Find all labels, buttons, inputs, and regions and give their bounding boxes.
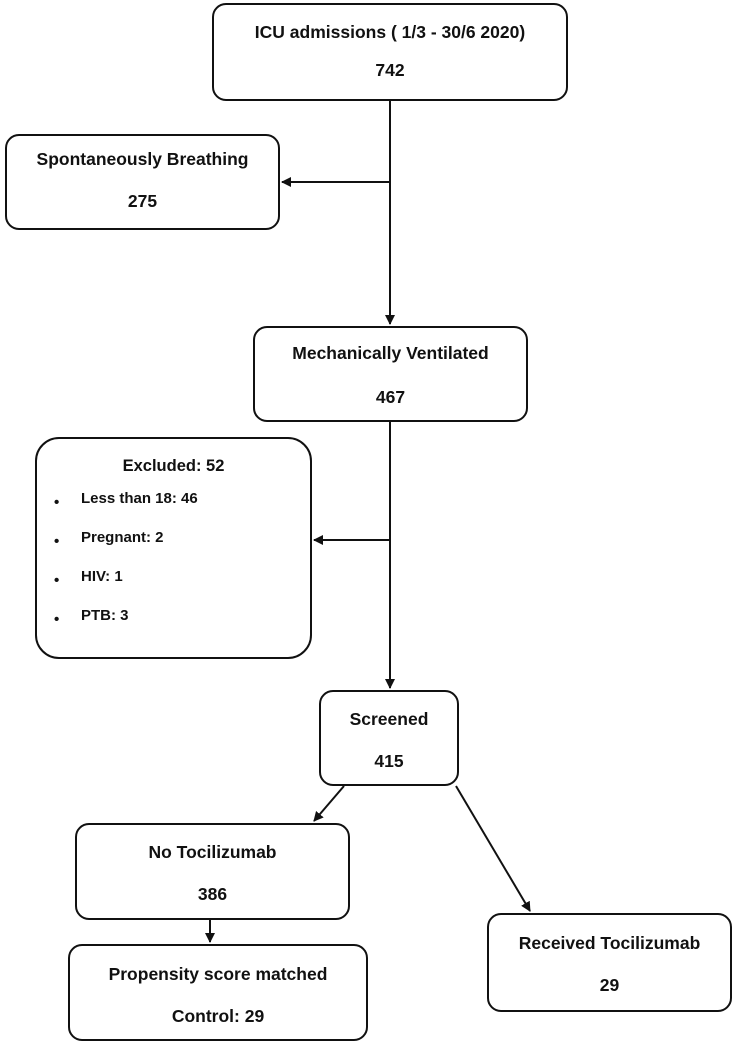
node-count: 742 (375, 60, 405, 80)
node-propensity-matched: Propensity score matched Control: 29 (68, 944, 368, 1041)
node-title: Propensity score matched (108, 964, 328, 984)
exclusion-item: •PTB: 3 (54, 607, 129, 628)
bullet-icon: • (54, 533, 60, 550)
node-received-tocilizumab: Received Tocilizumab 29 (487, 913, 732, 1012)
bullet-icon: • (54, 494, 60, 511)
node-screened: Screened 415 (319, 690, 459, 786)
node-icu-admissions: ICU admissions ( 1/3 - 30/6 2020) 742 (212, 3, 568, 101)
node-title: Screened (349, 709, 429, 729)
exclusion-item: •Less than 18: 46 (54, 490, 198, 511)
node-mechanically-ventilated: Mechanically Ventilated 467 (253, 326, 528, 422)
node-count: Control: 29 (171, 1006, 265, 1026)
arrow-screened-to-no-toci (313, 785, 345, 822)
exclusion-item: •Pregnant: 2 (54, 529, 164, 550)
node-no-tocilizumab: No Tocilizumab 386 (75, 823, 350, 920)
node-excluded: Excluded: 52 •Less than 18: 46 •Pregnant… (35, 437, 312, 659)
bullet-icon: • (54, 611, 60, 628)
node-count: 386 (197, 884, 228, 904)
node-count: 415 (374, 751, 404, 771)
arrow-screened-to-received (455, 785, 531, 912)
bullet-icon: • (54, 572, 60, 589)
node-title: No Tocilizumab (148, 842, 277, 862)
exclusion-item: •HIV: 1 (54, 568, 123, 589)
node-count: 29 (599, 975, 620, 995)
node-title: ICU admissions ( 1/3 - 30/6 2020) (254, 22, 526, 42)
node-title: Mechanically Ventilated (292, 343, 489, 363)
exclusion-list: •Less than 18: 46 •Pregnant: 2 •HIV: 1 •… (37, 489, 310, 645)
node-title: Received Tocilizumab (518, 933, 701, 953)
node-count: 467 (375, 387, 406, 407)
node-title: Spontaneously Breathing (36, 149, 249, 169)
node-title: Excluded: 52 (122, 457, 225, 475)
node-count: 275 (127, 191, 158, 211)
node-spontaneously-breathing: Spontaneously Breathing 275 (5, 134, 280, 230)
